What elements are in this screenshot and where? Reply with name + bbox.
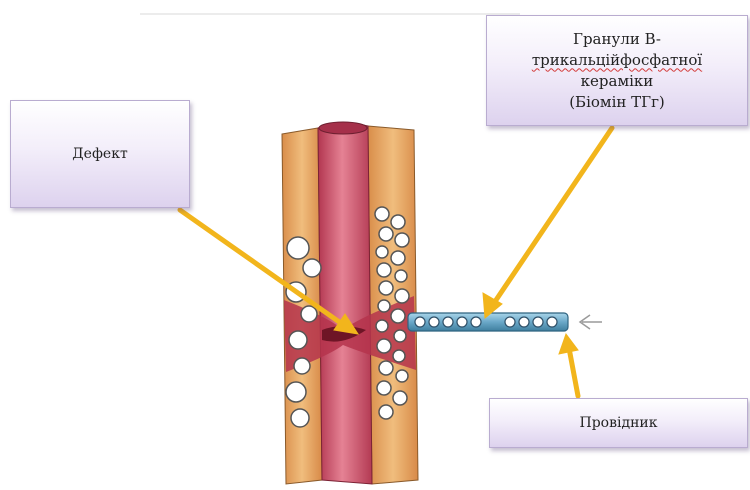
granules-label-box: Гранули B- трикальційфосфатної кераміки … xyxy=(486,15,748,126)
granule xyxy=(395,233,409,247)
guide-label-box: Провідник xyxy=(489,398,748,448)
granule xyxy=(376,320,388,332)
tube-granule xyxy=(547,317,557,327)
granules-label: Гранули B- трикальційфосфатної кераміки … xyxy=(532,29,702,113)
tube-granule xyxy=(471,317,481,327)
defect-label-box: Дефект xyxy=(10,100,190,208)
tube-granule xyxy=(415,317,425,327)
granule xyxy=(391,309,405,323)
granule xyxy=(379,361,393,375)
tube-granule xyxy=(519,317,529,327)
tube-granule xyxy=(533,317,543,327)
granule xyxy=(394,330,406,342)
granule xyxy=(378,300,390,312)
granule xyxy=(391,215,405,229)
guide-pointer-arrow xyxy=(569,348,578,396)
push-direction-arrow xyxy=(580,315,602,329)
granule xyxy=(379,281,393,295)
granules-label-line3: кераміки xyxy=(532,71,702,92)
granules-label-line1: Гранули B- xyxy=(532,29,702,50)
guide-label: Провідник xyxy=(580,415,658,431)
granule xyxy=(393,391,407,405)
granule xyxy=(379,227,393,241)
granules-pointer-arrow xyxy=(492,128,612,306)
guide-pointer-arrowhead xyxy=(559,334,578,354)
granule xyxy=(376,246,388,258)
granule xyxy=(395,270,407,282)
granule xyxy=(377,263,391,277)
bone-cut-top xyxy=(319,122,367,134)
granule xyxy=(294,358,310,374)
granule xyxy=(377,381,391,395)
tube-granule xyxy=(505,317,515,327)
granule xyxy=(289,331,307,349)
granule xyxy=(286,382,306,402)
granules-label-line2: трикальційфосфатної xyxy=(532,50,702,71)
tube-granule xyxy=(429,317,439,327)
granule xyxy=(379,405,393,419)
granule xyxy=(395,289,409,303)
granule xyxy=(301,306,317,322)
granule xyxy=(391,251,405,265)
granules-label-line4: (Біомін ТГг) xyxy=(532,92,702,113)
granule xyxy=(375,207,389,221)
tube-granule xyxy=(457,317,467,327)
granule xyxy=(377,339,391,353)
tube-granule xyxy=(443,317,453,327)
granule xyxy=(291,409,309,427)
granule xyxy=(287,237,309,259)
granule xyxy=(393,350,405,362)
defect-label: Дефект xyxy=(72,146,127,162)
bone-marrow-canal xyxy=(318,123,372,484)
granule xyxy=(303,259,321,277)
bone-shaft xyxy=(282,122,418,484)
granule xyxy=(396,370,408,382)
